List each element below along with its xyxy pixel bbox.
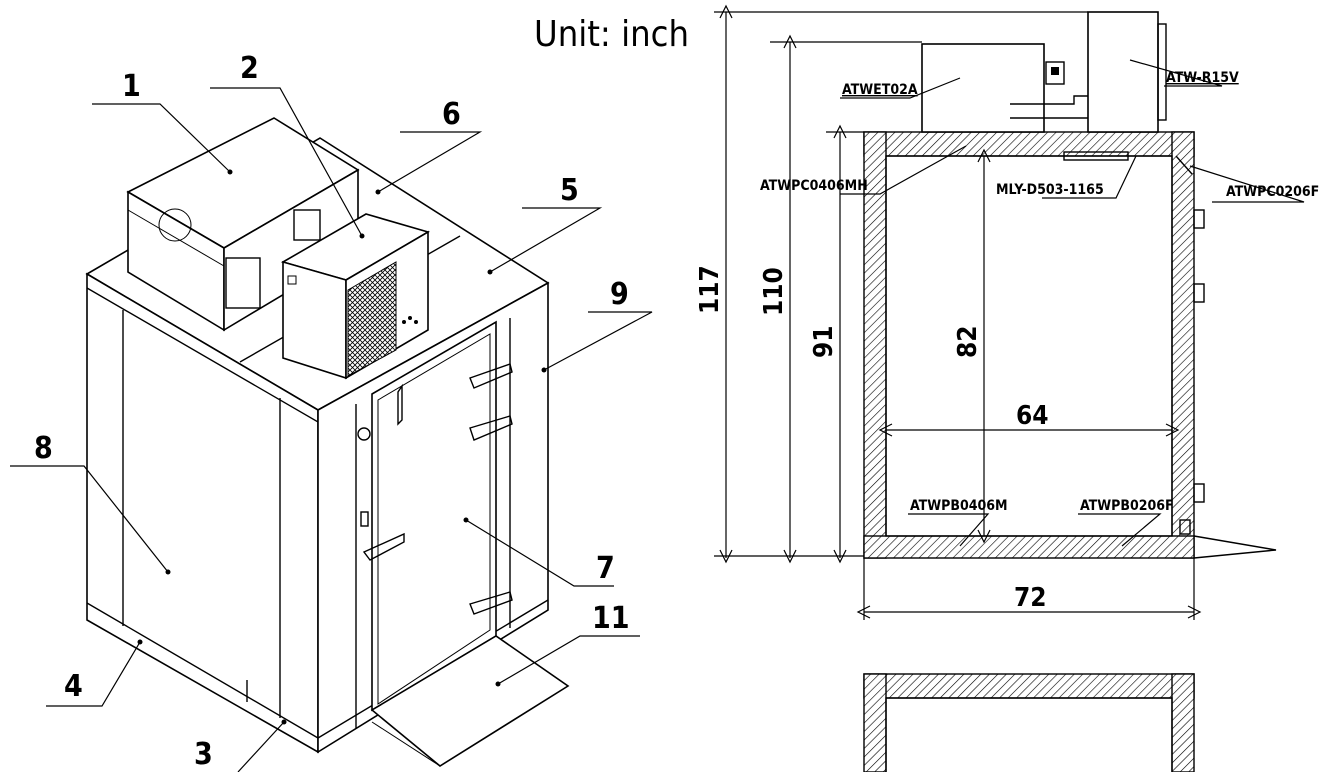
dimension-labels: 117 110 91 82 64 72 — [695, 265, 1049, 613]
part-labels: ATWET02A ATW-R15V ATWPC0406MH MLY-D503-1… — [760, 70, 1319, 514]
part-floor-panel-b: ATWPB0206F — [1080, 498, 1174, 514]
condensing-unit-elevation — [921, 43, 1045, 133]
callout-5: 5 — [560, 173, 579, 208]
part-floor-panel-a: ATWPB0406M — [910, 498, 1008, 514]
part-condensing-unit: ATWET02A — [842, 82, 918, 98]
callout-2: 2 — [240, 51, 259, 86]
evaporator-elevation — [1087, 11, 1159, 133]
elevation-view — [863, 11, 1277, 772]
condenser-unit — [280, 213, 431, 380]
dim-82: 82 — [953, 325, 983, 358]
part-ceiling-panel: ATWPC0406MH — [760, 178, 868, 194]
callout-3: 3 — [194, 737, 213, 772]
condensing-unit — [126, 117, 360, 332]
part-leaders — [840, 59, 1305, 547]
dim-110: 110 — [759, 267, 789, 316]
dimension-lines — [714, 4, 1202, 620]
part-evaporator: ATW-R15V — [1166, 70, 1239, 86]
part-corner-panel: ATWPC0206F — [1226, 184, 1319, 200]
door-port — [357, 427, 371, 441]
unit-label: Unit: inch — [534, 14, 689, 55]
callout-11: 11 — [592, 601, 630, 636]
callout-6: 6 — [442, 97, 461, 132]
callout-labels: 1 2 3 4 5 6 7 8 9 11 — [34, 51, 630, 772]
part-ceiling-light: MLY-D503-1165 — [996, 182, 1104, 198]
dim-117: 117 — [695, 265, 725, 314]
callout-1: 1 — [122, 69, 141, 104]
callout-leaders — [10, 87, 653, 772]
callout-9: 9 — [610, 277, 629, 312]
dim-72: 72 — [1014, 583, 1047, 613]
door-hinges — [469, 363, 513, 615]
callout-7: 7 — [596, 551, 615, 586]
callout-dots — [137, 169, 547, 725]
ramp — [370, 635, 570, 767]
dim-91: 91 — [809, 325, 839, 358]
dim-64: 64 — [1016, 401, 1049, 431]
isometric-view — [85, 117, 570, 767]
callout-8: 8 — [34, 431, 53, 466]
hinges-elevation — [1179, 209, 1205, 535]
fan-grill — [347, 261, 397, 377]
callout-4: 4 — [64, 669, 83, 704]
